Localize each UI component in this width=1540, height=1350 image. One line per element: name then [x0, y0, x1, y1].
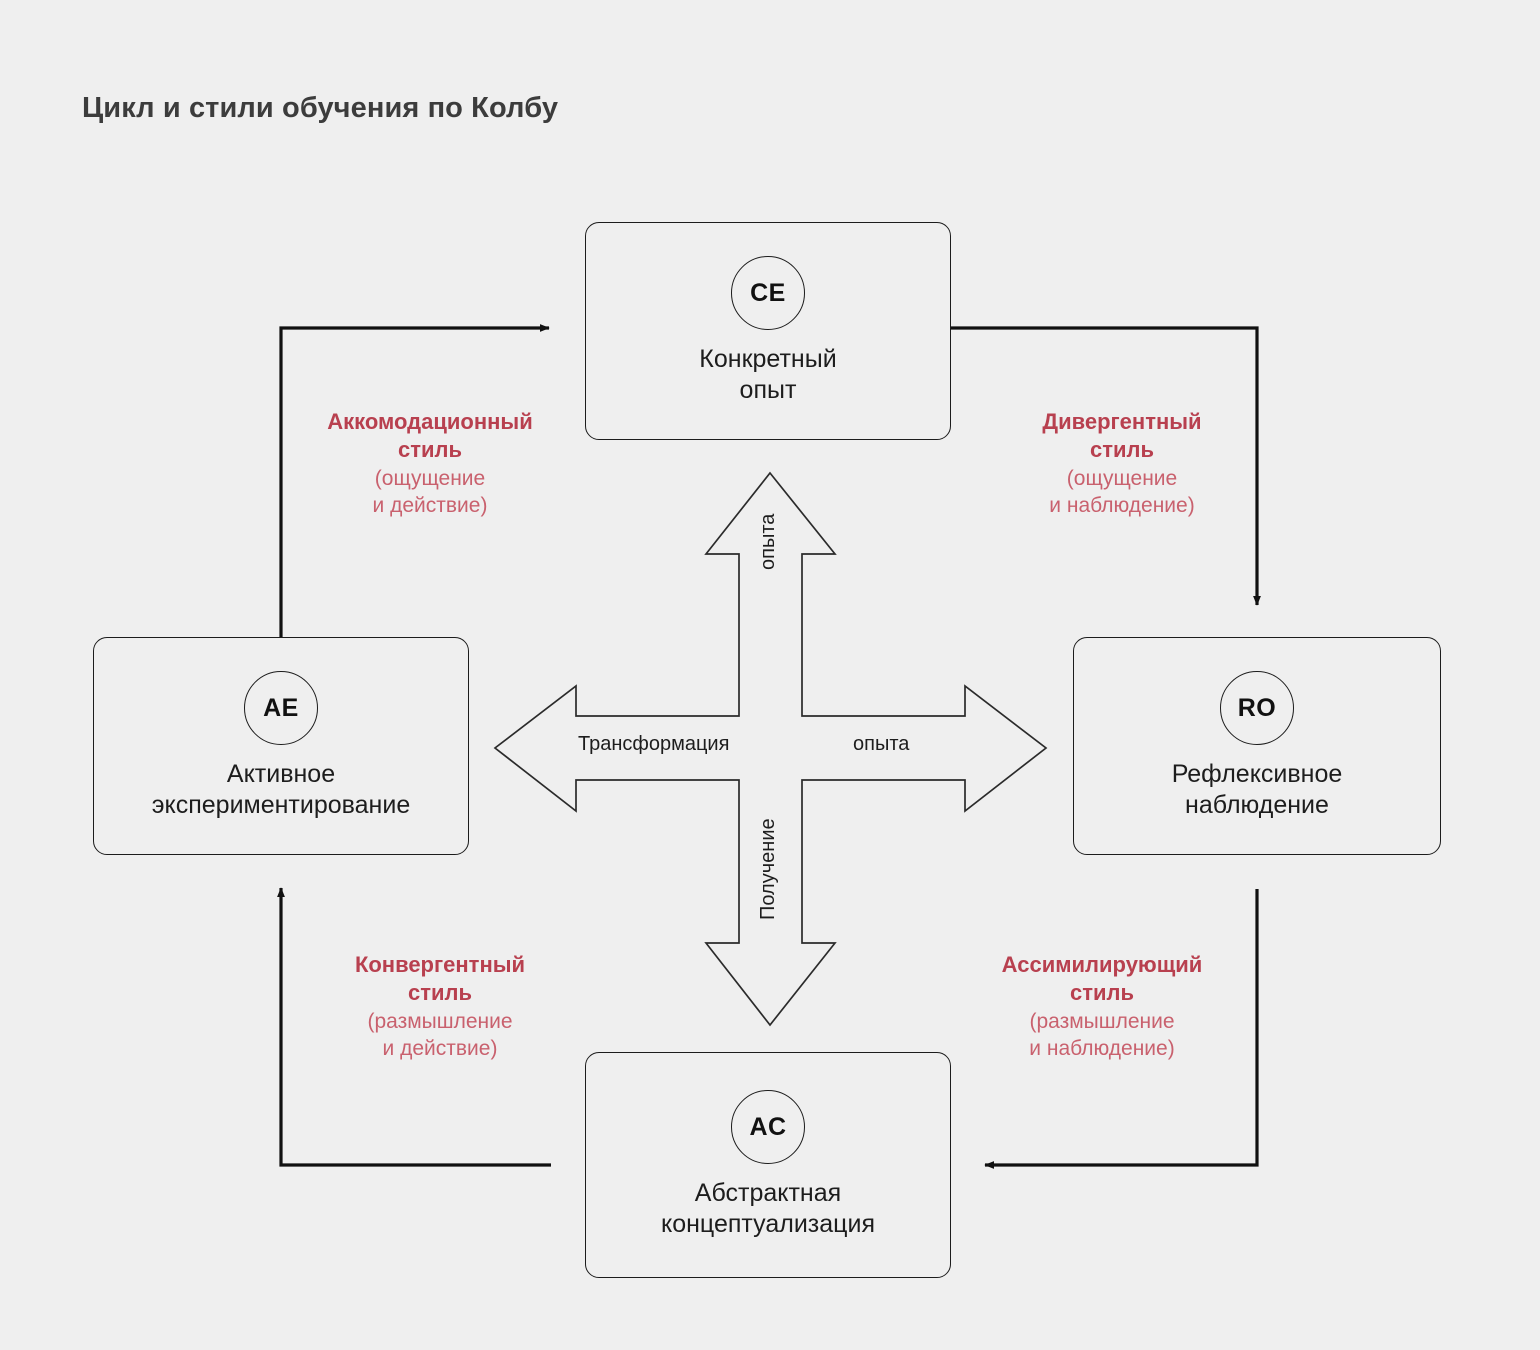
node-abbr-ae: AE	[244, 671, 318, 745]
style-name-accommodating: Аккомодационный стиль	[327, 409, 533, 463]
node-label-ae: Активное экспериментирование	[151, 760, 411, 819]
style-detail-accommodating: (ощущение и действие)	[372, 467, 488, 518]
connector-ce-to-ro	[951, 326, 1261, 606]
axis-caption-transformation: Трансформация	[578, 733, 730, 755]
style-detail-assimilating: (размышление и наблюдение)	[1029, 1010, 1175, 1061]
style-detail-diverging: (ощущение и наблюдение)	[1049, 467, 1195, 518]
node-abbr-ce: CE	[731, 256, 805, 330]
node-abbr-ro: RO	[1220, 671, 1294, 745]
axis-caption-acquisition: Получение	[757, 818, 779, 920]
style-detail-converging: (размышление и действие)	[367, 1010, 513, 1061]
axis-caption-experience-vertical: опыта	[757, 513, 779, 570]
node-label-ro: Рефлексивное наблюдение	[1171, 760, 1343, 819]
connector-ro-to-ac	[984, 889, 1259, 1169]
connector-ac-to-ae	[277, 887, 551, 1167]
style-label-assimilating: Ассимилирующий стиль (размышление и набл…	[952, 951, 1252, 1063]
axis-caption-experience-horizontal: опыта	[853, 733, 910, 755]
node-box-ae[interactable]: AE Активное экспериментирование	[93, 637, 469, 855]
page-title: Цикл и стили обучения по Колбу	[82, 92, 559, 124]
style-label-accommodating: Аккомодационный стиль (ощущение и действ…	[280, 408, 580, 520]
central-cross-arrow	[493, 471, 1048, 1027]
style-name-assimilating: Ассимилирующий стиль	[1001, 952, 1203, 1006]
style-name-diverging: Дивергентный стиль	[1042, 409, 1202, 463]
style-name-converging: Конвергентный стиль	[354, 952, 526, 1006]
style-label-converging: Конвергентный стиль (размышление и дейст…	[290, 951, 590, 1063]
node-label-ac: Абстрактная концептуализация	[660, 1179, 875, 1238]
node-abbr-ac: AC	[731, 1090, 805, 1164]
node-box-ce[interactable]: CE Конкретный опыт	[585, 222, 951, 440]
style-label-diverging: Дивергентный стиль (ощущение и наблюдени…	[972, 408, 1272, 520]
node-box-ac[interactable]: AC Абстрактная концептуализация	[585, 1052, 951, 1278]
node-label-ce: Конкретный опыт	[699, 345, 837, 404]
connector-ae-to-ce	[279, 324, 550, 637]
node-box-ro[interactable]: RO Рефлексивное наблюдение	[1073, 637, 1441, 855]
